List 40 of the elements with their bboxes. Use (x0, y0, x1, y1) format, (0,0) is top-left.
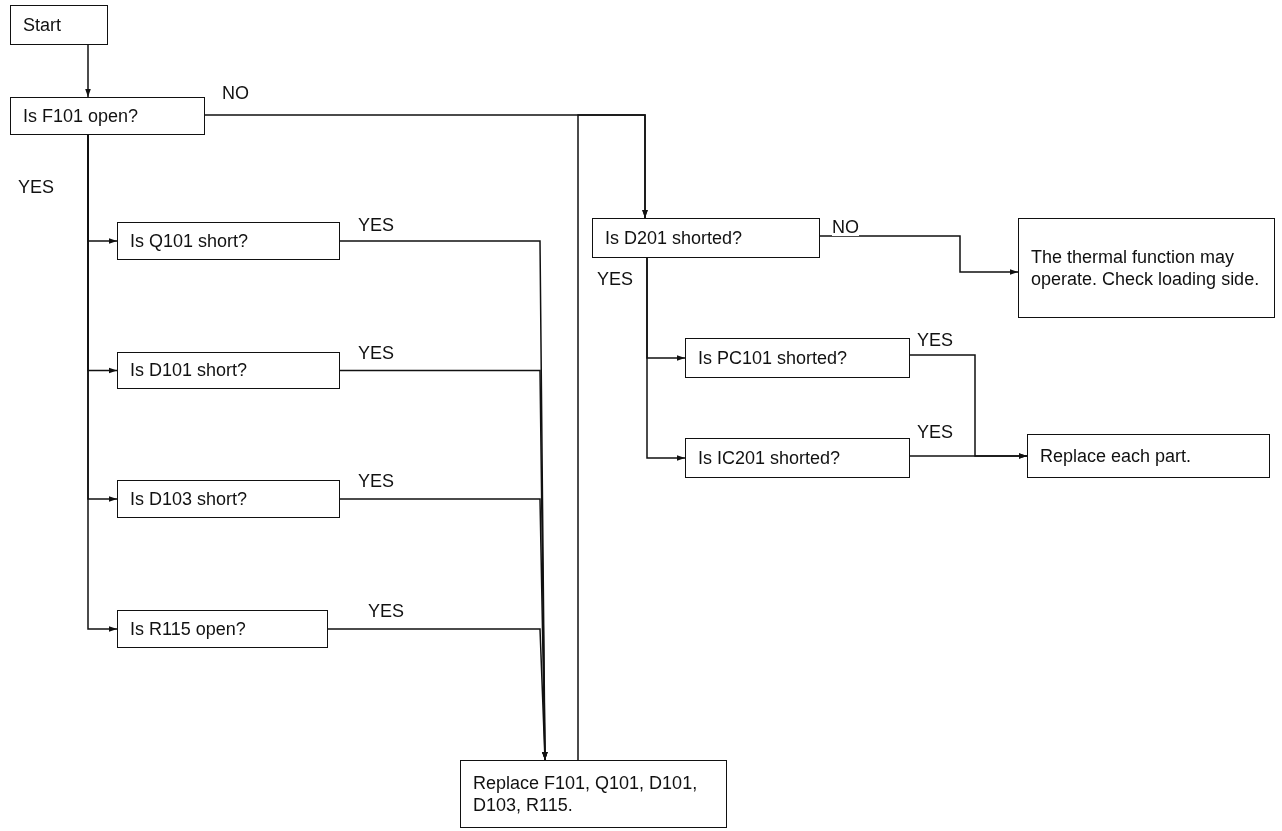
edge-label: YES (358, 216, 395, 234)
edge-label: YES (358, 472, 395, 490)
process-box (685, 438, 910, 478)
process-box (592, 218, 820, 258)
box-text: Is F101 open? (23, 104, 139, 128)
arrow (85, 44, 91, 98)
box-text: Is IC201 shorted? (698, 446, 841, 470)
process-box (10, 5, 108, 45)
process-box (1027, 434, 1270, 478)
box-text: Replace F101, Q101, D101, D103, R115. (473, 771, 699, 817)
process-box (1018, 218, 1275, 318)
edge-label: NO (222, 84, 249, 102)
box-text: Replace each part. (1040, 444, 1192, 468)
arrow (819, 235, 1019, 275)
arrow (204, 114, 648, 219)
box-text: Is D101 short? (130, 359, 248, 382)
process-box (117, 352, 340, 389)
box-text: Is Q101 short? (130, 229, 249, 253)
arrow (327, 628, 548, 761)
box-text: Is D103 short? (130, 487, 248, 511)
process-box (117, 222, 340, 260)
box-text: Start (23, 13, 61, 37)
arrow (646, 257, 686, 461)
box-text: The thermal function may operate. Check loading side. (1031, 245, 1261, 291)
arrow (909, 453, 1028, 459)
edge-label: YES (358, 344, 395, 362)
edge-label: YES (18, 178, 55, 196)
edge-label: YES (368, 602, 405, 620)
box-text: Is D201 shorted? (605, 226, 743, 250)
process-box (117, 610, 328, 648)
process-box (10, 97, 205, 135)
process-box (117, 480, 340, 518)
process-box (685, 338, 910, 378)
edge-label: NO (832, 218, 859, 236)
box-text: Is R115 open? (130, 617, 246, 641)
process-box (460, 760, 727, 828)
edge-label: YES (597, 270, 634, 288)
box-text: Is PC101 shorted? (698, 346, 848, 370)
edge-label: YES (917, 331, 954, 349)
edge-label: YES (917, 423, 954, 441)
